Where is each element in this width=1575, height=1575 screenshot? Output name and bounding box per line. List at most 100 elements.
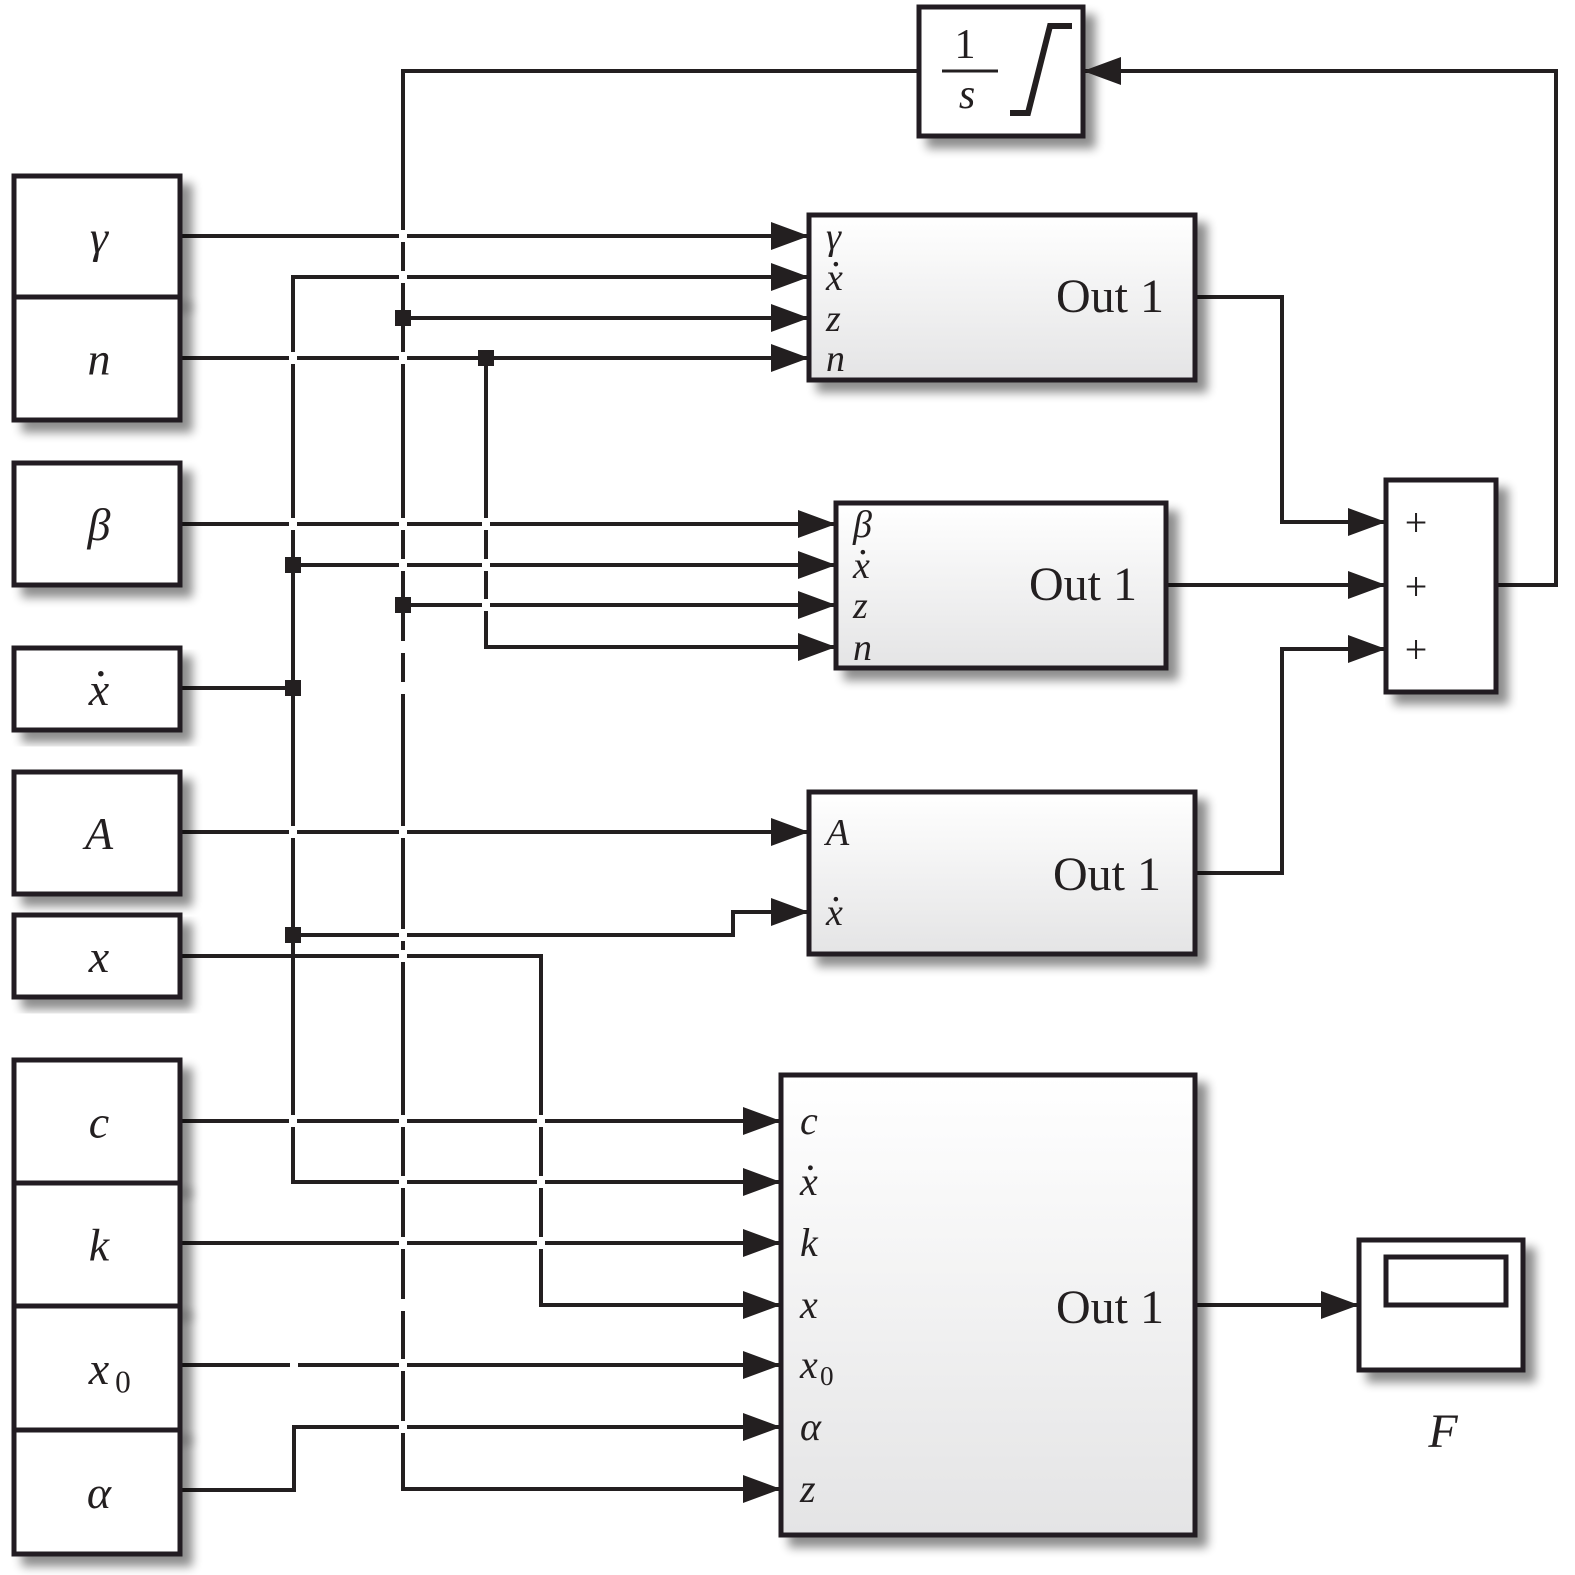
scope-block[interactable] — [1356, 1237, 1526, 1373]
wire-z-bus — [401, 69, 919, 1491]
port-label-text: α — [800, 1404, 822, 1449]
port-label: x — [825, 257, 843, 299]
input-arrow — [743, 1107, 781, 1135]
port-label: k — [800, 1220, 819, 1265]
constant-label-xdot: x — [88, 664, 110, 715]
subsystem-block-sub-beta[interactable] — [833, 500, 1169, 671]
crossing-gap — [399, 1237, 407, 1249]
crossing-gap — [399, 230, 407, 242]
constant-block-k[interactable] — [11, 1180, 183, 1309]
subsystem-rect[interactable] — [806, 789, 1198, 957]
port-label: z — [799, 1466, 816, 1511]
port-label: α — [800, 1404, 822, 1449]
constant-block-rect[interactable] — [11, 294, 183, 423]
crossing-gap — [482, 599, 490, 611]
crossing-gap — [399, 826, 407, 838]
crossing-gap — [537, 1176, 545, 1188]
constant-label-x0-text: x — [88, 1343, 110, 1394]
input-arrow — [771, 263, 809, 291]
port-label: x — [852, 545, 870, 587]
constant-block-beta[interactable] — [11, 460, 183, 588]
constant-block-rect[interactable] — [11, 1427, 183, 1557]
subsystem-block-sub-A[interactable] — [806, 789, 1198, 957]
signal-wires — [180, 69, 1558, 1492]
port-label-text: z — [799, 1466, 816, 1511]
crossing-gap — [399, 950, 407, 962]
subsystem-rect[interactable] — [806, 212, 1198, 383]
crossing-gap — [399, 641, 407, 653]
crossing-gap — [399, 1359, 407, 1371]
subsystem-output-label: Out 1 — [1053, 848, 1161, 901]
input-arrow — [771, 222, 809, 250]
constant-block-n[interactable] — [11, 294, 183, 423]
crossing-gap — [399, 1299, 407, 1311]
subsystem-output-label: Out 1 — [1029, 558, 1137, 611]
port-label: z — [825, 298, 841, 340]
port-label-subscript: 0 — [820, 1361, 834, 1391]
port-label: n — [826, 338, 845, 380]
wire-out1-sum — [1195, 295, 1386, 524]
constant-label-beta: β — [87, 499, 111, 550]
port-label: c — [800, 1098, 818, 1143]
saturation-icon — [1010, 23, 1072, 116]
input-arrow — [743, 1229, 781, 1257]
constant-label-k: k — [89, 1220, 111, 1271]
constant-label-alpha-text: α — [87, 1467, 112, 1518]
input-arrow — [743, 1413, 781, 1441]
constant-block-rect[interactable] — [11, 769, 183, 897]
constant-label-alpha: α — [87, 1467, 112, 1518]
wire-n-branch — [484, 358, 836, 649]
constant-block-rect[interactable] — [11, 460, 183, 588]
constant-block-rect[interactable] — [11, 1303, 183, 1433]
port-label-text: β — [852, 504, 872, 546]
blocks — [11, 4, 1526, 1557]
constant-block-x0[interactable] — [11, 1303, 183, 1433]
junction-dot — [478, 350, 494, 366]
subsystem-rect[interactable] — [833, 500, 1169, 671]
crossing-gap — [399, 271, 407, 283]
subsystem-output-label: Out 1 — [1056, 1281, 1164, 1334]
port-label: x — [825, 892, 843, 934]
port-label: x — [799, 1159, 818, 1204]
sum-input-arrow — [1348, 571, 1386, 599]
subsystem-block-sub-gamma[interactable] — [806, 212, 1198, 383]
constant-label-x: x — [88, 931, 110, 982]
junction-dot — [285, 927, 301, 943]
input-arrow — [771, 898, 809, 926]
crossing-gap — [482, 559, 490, 571]
constant-block-xdot[interactable] — [11, 645, 183, 733]
port-label: γ — [826, 216, 842, 258]
constant-label-xdot-text: x — [88, 664, 110, 715]
crossing-gap — [537, 1237, 545, 1249]
input-arrow — [743, 1475, 781, 1503]
constant-block-rect[interactable] — [11, 645, 183, 733]
port-label-text: x — [852, 545, 870, 587]
constant-block-x[interactable] — [11, 912, 183, 1000]
port-label-text: x — [825, 257, 843, 299]
subsystem-output-label: Out 1 — [1056, 270, 1164, 323]
constant-label-k-text: k — [89, 1220, 111, 1271]
constant-block-alpha[interactable] — [11, 1427, 183, 1557]
wire-x — [180, 954, 781, 1307]
crossing-gap — [289, 352, 297, 364]
input-arrow — [798, 633, 836, 661]
port-label: z — [852, 585, 868, 627]
input-arrow — [743, 1351, 781, 1379]
crossing-gap — [399, 559, 407, 571]
crossing-gap — [399, 682, 407, 694]
sum-rect[interactable] — [1383, 477, 1499, 695]
constant-block-rect[interactable] — [11, 912, 183, 1000]
sum-block[interactable] — [1383, 477, 1499, 695]
constant-block-rect[interactable] — [11, 1180, 183, 1309]
constant-label-n: n — [88, 334, 111, 385]
scope-input-arrow — [1321, 1291, 1359, 1319]
crossing-gap — [289, 518, 297, 530]
crossing-gap — [399, 1421, 407, 1433]
constant-block-A[interactable] — [11, 769, 183, 897]
input-arrow — [771, 344, 809, 372]
crossing-gap — [482, 518, 490, 530]
junction-dot — [395, 597, 411, 613]
